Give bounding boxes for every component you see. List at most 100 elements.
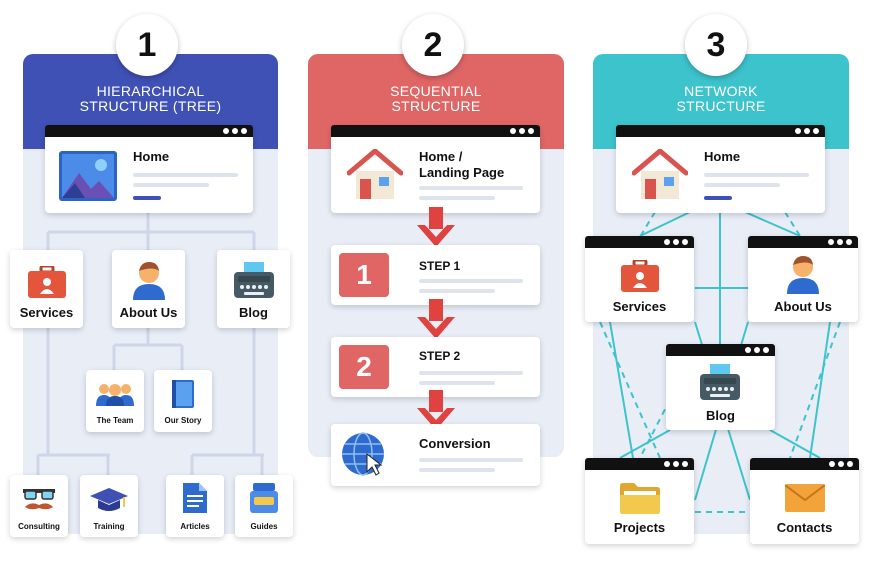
network-services-card[interactable]: Services bbox=[585, 236, 694, 322]
document-icon bbox=[183, 483, 207, 513]
team-icon bbox=[96, 384, 134, 406]
network-contacts-card[interactable]: Contacts bbox=[750, 458, 859, 544]
globe-icon bbox=[342, 432, 384, 476]
placeholder-line bbox=[419, 186, 523, 190]
network-services-label: Services bbox=[612, 299, 667, 314]
image-icon bbox=[59, 151, 117, 201]
window-bar bbox=[585, 236, 694, 248]
arrow-down-icon bbox=[417, 207, 455, 247]
tree-about-card[interactable]: About Us bbox=[112, 250, 185, 328]
placeholder-line bbox=[419, 371, 523, 375]
conversion-label: Conversion bbox=[419, 436, 491, 451]
briefcase-icon bbox=[621, 260, 659, 292]
tree-training-card[interactable]: Training bbox=[80, 475, 138, 537]
placeholder-line-accent bbox=[133, 196, 161, 200]
placeholder-line bbox=[419, 381, 495, 385]
placeholder-line bbox=[419, 468, 495, 472]
network-title-line2: STRUCTURE bbox=[676, 98, 766, 114]
folder-icon bbox=[620, 483, 660, 514]
step1-card[interactable]: 1 STEP 1 bbox=[331, 245, 540, 305]
network-panel-title: NETWORK STRUCTURE bbox=[593, 84, 849, 114]
placeholder-line bbox=[133, 173, 238, 177]
envelope-icon bbox=[785, 484, 825, 512]
tree-title-line1: HIERARCHICAL bbox=[96, 83, 205, 99]
panel-number-2: 2 bbox=[402, 14, 464, 76]
window-bar bbox=[750, 458, 859, 470]
tree-team-card[interactable]: The Team bbox=[86, 370, 144, 432]
network-home-card[interactable]: Home bbox=[616, 125, 825, 213]
tree-articles-label: Articles bbox=[180, 522, 210, 531]
panel-number-1: 1 bbox=[116, 14, 178, 76]
window-bar bbox=[616, 125, 825, 137]
house-icon bbox=[347, 149, 403, 199]
sequence-title-line1: SEQUENTIAL bbox=[390, 83, 482, 99]
guides-icon bbox=[250, 483, 278, 513]
window-bar bbox=[45, 125, 253, 137]
network-projects-label: Projects bbox=[613, 520, 666, 535]
placeholder-line bbox=[419, 279, 523, 283]
placeholder-line bbox=[419, 196, 495, 200]
tree-story-card[interactable]: Our Story bbox=[154, 370, 212, 432]
conversion-card[interactable]: Conversion bbox=[331, 424, 540, 486]
network-title-line1: NETWORK bbox=[684, 83, 758, 99]
person-icon bbox=[787, 256, 819, 294]
placeholder-line-accent bbox=[704, 196, 732, 200]
sequence-home-card[interactable]: Home / Landing Page bbox=[331, 125, 540, 213]
tree-training-label: Training bbox=[93, 522, 125, 531]
tree-about-label: About Us bbox=[119, 305, 178, 320]
step1-badge: 1 bbox=[339, 253, 389, 297]
sequence-panel-title: SEQUENTIAL STRUCTURE bbox=[308, 84, 564, 114]
tree-services-label: Services bbox=[19, 305, 74, 320]
briefcase-icon bbox=[28, 266, 66, 298]
tree-home-label: Home bbox=[133, 149, 170, 164]
person-icon bbox=[133, 262, 165, 300]
network-contacts-label: Contacts bbox=[776, 520, 833, 535]
placeholder-line bbox=[419, 458, 523, 462]
network-home-label: Home bbox=[704, 149, 741, 164]
tree-consulting-card[interactable]: Consulting bbox=[10, 475, 68, 537]
tree-blog-label: Blog bbox=[239, 305, 268, 320]
sequence-home-line2: Landing Page bbox=[419, 165, 505, 180]
network-about-card[interactable]: About Us bbox=[748, 236, 858, 322]
step2-card[interactable]: 2 STEP 2 bbox=[331, 337, 540, 397]
network-blog-label: Blog bbox=[706, 408, 735, 423]
tree-blog-card[interactable]: Blog bbox=[217, 250, 290, 328]
step1-label: STEP 1 bbox=[419, 259, 461, 273]
tree-panel-title: HIERARCHICAL STRUCTURE (TREE) bbox=[23, 84, 278, 114]
placeholder-line bbox=[704, 183, 780, 187]
house-icon bbox=[632, 149, 688, 199]
placeholder-line bbox=[133, 183, 209, 187]
tree-services-card[interactable]: Services bbox=[10, 250, 83, 328]
network-about-label: About Us bbox=[774, 299, 832, 314]
graduation-cap-icon bbox=[90, 488, 128, 511]
placeholder-line bbox=[704, 173, 809, 177]
tree-home-card[interactable]: Home bbox=[45, 125, 253, 213]
window-bar bbox=[331, 125, 540, 137]
window-bar bbox=[585, 458, 694, 470]
arrow-down-icon bbox=[417, 390, 455, 430]
tree-guides-card[interactable]: Guides bbox=[235, 475, 293, 537]
sequence-home-label: Home / Landing Page bbox=[419, 149, 504, 181]
mustache-icon bbox=[23, 489, 55, 510]
tree-story-label: Our Story bbox=[164, 416, 202, 425]
tree-team-label: The Team bbox=[96, 416, 134, 425]
sequence-title-line2: STRUCTURE bbox=[391, 98, 481, 114]
window-bar bbox=[748, 236, 858, 248]
step2-badge: 2 bbox=[339, 345, 389, 389]
network-projects-card[interactable]: Projects bbox=[585, 458, 694, 544]
typewriter-icon bbox=[234, 262, 274, 298]
placeholder-line bbox=[419, 289, 495, 293]
window-bar bbox=[666, 344, 775, 356]
tree-guides-label: Guides bbox=[250, 522, 278, 531]
typewriter-icon bbox=[700, 364, 740, 400]
tree-articles-card[interactable]: Articles bbox=[166, 475, 224, 537]
step2-label: STEP 2 bbox=[419, 349, 461, 363]
panel-number-3: 3 bbox=[685, 14, 747, 76]
network-blog-card[interactable]: Blog bbox=[666, 344, 775, 430]
book-icon bbox=[172, 380, 194, 408]
tree-title-line2: STRUCTURE (TREE) bbox=[79, 98, 222, 114]
arrow-down-icon bbox=[417, 299, 455, 339]
tree-consulting-label: Consulting bbox=[18, 522, 60, 531]
